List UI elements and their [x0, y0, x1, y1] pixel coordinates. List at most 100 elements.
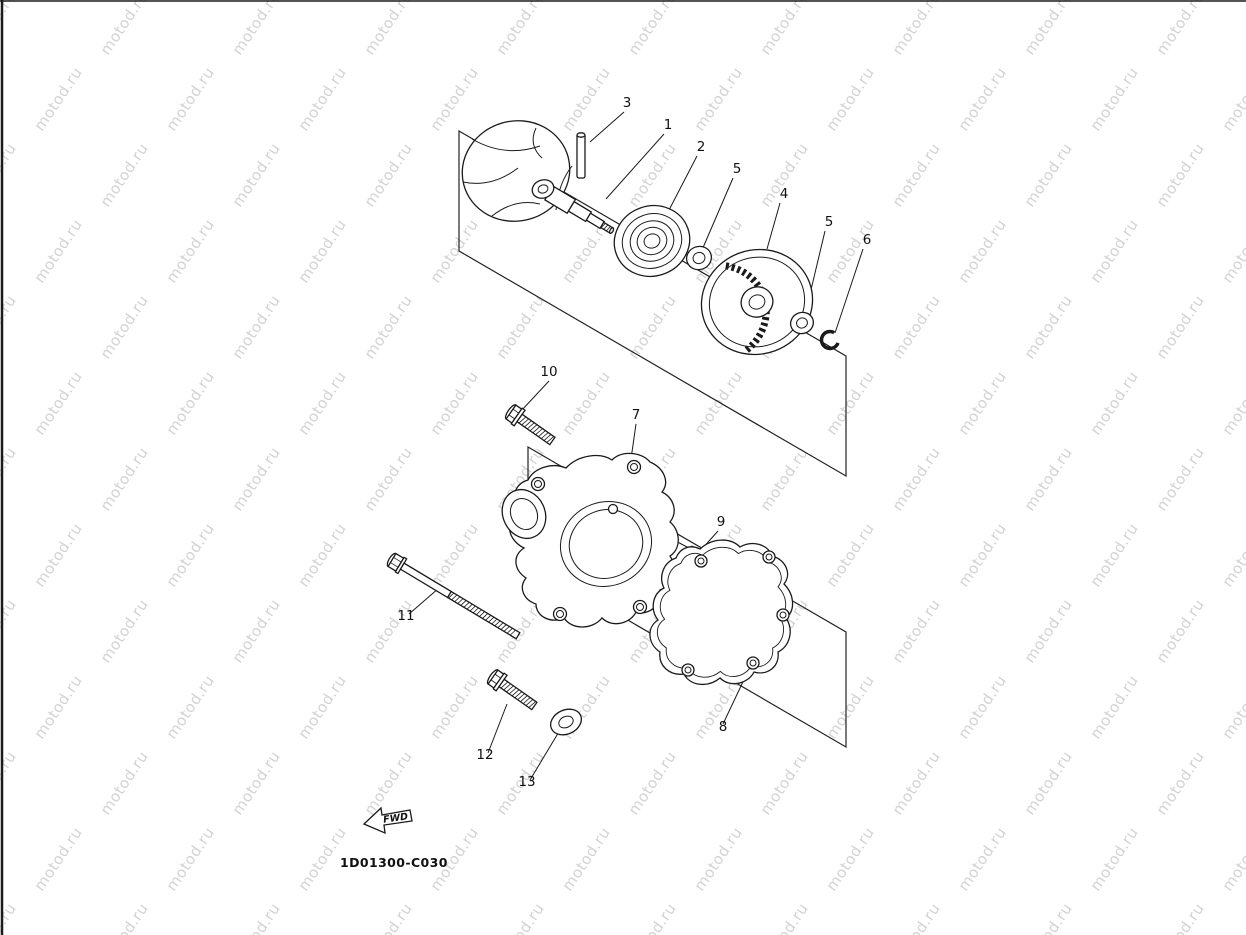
label-part-11: 11	[397, 608, 414, 624]
label-part-3: 3	[623, 95, 632, 111]
watermark-text: motod.ru	[624, 748, 680, 818]
watermark-text: motod.ru	[1020, 0, 1076, 58]
watermark-text: motod.ru	[162, 64, 218, 134]
watermark-text: motod.ru	[1152, 748, 1208, 818]
watermark-text: motod.ru	[954, 64, 1010, 134]
watermark-text: motod.ru	[888, 140, 944, 210]
watermark-text: motod.ru	[822, 672, 878, 742]
watermark-text: motod.ru	[294, 672, 350, 742]
watermark-text: motod.ru	[96, 292, 152, 362]
watermark-text: motod.ru	[1086, 672, 1142, 742]
watermark-text: motod.ru	[954, 672, 1010, 742]
watermark-text: motod.ru	[1020, 140, 1076, 210]
watermark-text: motod.ru	[1218, 368, 1246, 438]
impeller-pin-part	[576, 132, 586, 179]
watermark-text: motod.ru	[1020, 748, 1076, 818]
watermark-text: motod.ru	[558, 824, 614, 894]
pump-housing-part	[501, 452, 679, 628]
watermark-text: motod.ru	[96, 900, 152, 935]
watermark-text: motod.ru	[954, 824, 1010, 894]
watermark-text: motod.ru	[1086, 824, 1142, 894]
watermark-text: motod.ru	[1020, 444, 1076, 514]
watermark-text: motod.ru	[30, 64, 86, 134]
watermark-text: motod.ru	[1086, 368, 1142, 438]
watermark-text: motod.ru	[1218, 520, 1246, 590]
watermark-text: motod.ru	[96, 596, 152, 666]
fwd-arrow-shape	[362, 806, 413, 835]
label-part-7: 7	[632, 407, 641, 423]
watermark-text: motod.ru	[162, 824, 218, 894]
watermark-text: motod.ru	[30, 672, 86, 742]
label-part-2: 2	[697, 139, 706, 155]
watermark-text: motod.ru	[888, 748, 944, 818]
watermark-text: motod.ru	[822, 824, 878, 894]
watermark-text: motod.ru	[492, 292, 548, 362]
watermark-text: motod.ru	[756, 748, 812, 818]
watermark-text: motod.ru	[1152, 292, 1208, 362]
watermark-text: motod.ru	[1086, 64, 1142, 134]
washer-part-a	[685, 245, 713, 271]
bolt-10-part	[504, 404, 556, 446]
watermark-text: motod.ru	[162, 672, 218, 742]
watermark-text: motod.ru	[822, 368, 878, 438]
watermark-text: motod.ru	[1218, 672, 1246, 742]
watermark-text: motod.ru	[228, 292, 284, 362]
watermark-text: motod.ru	[360, 140, 416, 210]
label-part-13: 13	[518, 774, 535, 790]
watermark-text: motod.ru	[426, 672, 482, 742]
label-part-12: 12	[476, 747, 493, 763]
watermark-text: motod.ru	[888, 292, 944, 362]
watermark-text: motod.ru	[888, 444, 944, 514]
watermark-text: motod.ru	[1152, 140, 1208, 210]
watermark-text: motod.ru	[1086, 216, 1142, 286]
watermark-text: motod.ru	[162, 520, 218, 590]
watermark-text: motod.ru	[888, 900, 944, 935]
watermark-text: motod.ru	[888, 596, 944, 666]
watermark-text: motod.ru	[822, 64, 878, 134]
watermark-text: motod.ru	[294, 216, 350, 286]
watermark-text: motod.ru	[624, 900, 680, 935]
watermark-text: motod.ru	[888, 0, 944, 58]
label-part-4: 4	[780, 186, 789, 202]
watermark-text: motod.ru	[162, 216, 218, 286]
watermark-text: motod.ru	[228, 140, 284, 210]
label-part-9: 9	[717, 514, 726, 530]
bolt-11-part	[386, 552, 521, 640]
watermark-text: motod.ru	[624, 0, 680, 58]
watermark-text: motod.ru	[426, 64, 482, 134]
circlip-part	[819, 329, 840, 351]
watermark-text: motod.ru	[426, 216, 482, 286]
watermark-text: motod.ru	[558, 64, 614, 134]
watermark-text: motod.ru	[360, 444, 416, 514]
bearing-part	[613, 204, 691, 278]
watermark-text: motod.ru	[822, 520, 878, 590]
label-part-10: 10	[540, 364, 557, 380]
watermark-text: motod.ru	[294, 368, 350, 438]
watermark-text: motod.ru	[1152, 444, 1208, 514]
gasket-part	[649, 539, 794, 685]
watermark-text: motod.ru	[96, 748, 152, 818]
watermark-text: motod.ru	[954, 216, 1010, 286]
watermark-text: motod.ru	[228, 596, 284, 666]
watermark-text: motod.ru	[1152, 596, 1208, 666]
watermark-text: motod.ru	[360, 292, 416, 362]
impeller-shaft-part	[461, 120, 615, 235]
watermark-text: motod.ru	[294, 64, 350, 134]
watermark-text: motod.ru	[228, 900, 284, 935]
diagram-code: 1D01300-C030	[340, 855, 448, 870]
watermark-text: motod.ru	[30, 824, 86, 894]
watermark-text: motod.ru	[492, 900, 548, 935]
watermark-text: motod.ru	[96, 0, 152, 58]
watermark-text: motod.ru	[360, 0, 416, 58]
label-part-5b: 5	[825, 214, 834, 230]
watermark-text: motod.ru	[954, 520, 1010, 590]
watermark-text: motod.ru	[492, 0, 548, 58]
part-labels: 3 1 2 5 4 5 6 10 7 9 11 8 12 13	[397, 95, 871, 790]
watermark-text: motod.ru	[360, 596, 416, 666]
watermark-text: motod.ru	[426, 520, 482, 590]
watermark-text: motod.ru	[624, 140, 680, 210]
washer-part-b	[789, 311, 815, 335]
watermark-text: motod.ru	[954, 368, 1010, 438]
watermark-text: motod.ru	[360, 900, 416, 935]
